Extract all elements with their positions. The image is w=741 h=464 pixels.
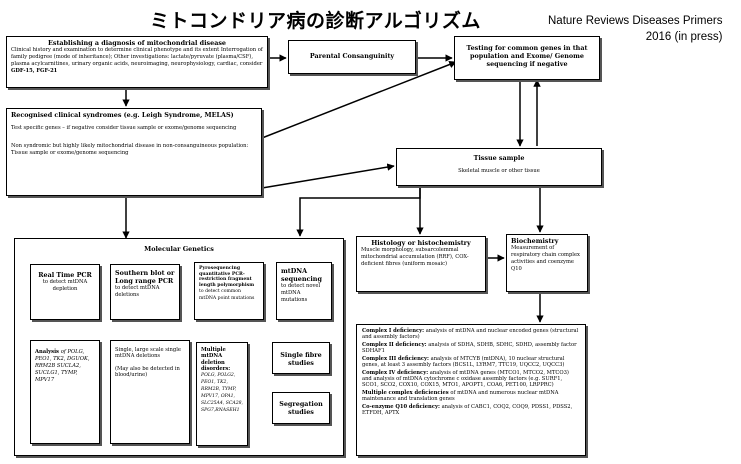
biochemistry-box: Biochemistry Measurement of respiratory …	[506, 234, 588, 292]
complex-i-deficiency: Complex I deficiency: analysis of mtDNA …	[362, 328, 580, 341]
biochemistry-title: Biochemistry	[511, 237, 559, 245]
single-deletions-text: Single, large scale single mtDNA deletio…	[115, 347, 181, 360]
page-title: ミトコンドリア病の診断アルゴリズム	[150, 10, 481, 32]
complex-ii-deficiency: Complex II deficiency: analysis of SDHA,…	[362, 342, 580, 355]
source-journal: Nature Reviews Diseases Primers	[548, 15, 723, 27]
establishing-diagnosis-box: Establishing a diagnosis of mitochondria…	[6, 36, 268, 88]
southern-blot-title: Southern blot or Long range PCR	[115, 269, 175, 285]
mtdna-sequencing-title: mtDNA sequencing	[281, 267, 322, 283]
multiple-complex-label: Multiple complex deficiencies	[362, 389, 449, 396]
multiple-deletions-title: Multiple mtDNA deletion disorders:	[201, 347, 231, 373]
coq10-deficiency: Co-enzyme Q10 deficiency: analysis of CA…	[362, 404, 580, 417]
segregation-title: Segregation studies	[279, 400, 323, 416]
clinical-syndromes-title: Recognised clinical syndromes (e.g. Leig…	[11, 111, 234, 119]
complex-i-text: analysis of mtDNA and nuclear encoded ge…	[362, 328, 579, 341]
complex-iv-label: Complex IV deficiency:	[362, 369, 429, 376]
gene-analysis-text: of POLG, PEO1, TK2, DGUOK, RRM2B SUCLA2,…	[35, 349, 90, 383]
arrow-tissue-molecular	[296, 186, 421, 237]
multiple-deletions-genes: POLG, POLG2, PEO1, TK2, RRM2B, TYMP, MPV…	[201, 373, 244, 414]
pyrosequencing-title: Pyrosequencing quantitative PCR- restric…	[199, 266, 255, 288]
multiple-complex-text: of mtDNA and numerous nuclear mtDNA main…	[362, 389, 559, 403]
southern-blot-box: Southern blot or Long range PCR to detec…	[110, 264, 180, 320]
biochemistry-text: Measurement of respiratory chain complex…	[511, 245, 580, 272]
real-time-pcr-box: Real Time PCR to detect mtDNA depletion	[30, 264, 100, 320]
tissue-sample-text: Skeletal muscle or other tissue	[458, 168, 540, 174]
tissue-sample-title: Tissue sample	[473, 154, 525, 162]
testing-common-genes-box: Testing for common genes in that populat…	[454, 36, 600, 80]
real-time-pcr-title: Real Time PCR	[38, 271, 92, 279]
testing-common-genes-title: Testing for common genes in that populat…	[466, 44, 588, 68]
parental-consanguinity-title: Parental Consanguinity	[309, 52, 395, 60]
establishing-diagnosis-text: Clinical history and examination to dete…	[11, 47, 263, 67]
single-deletions-note: (May also be detected in blood/urine)	[115, 365, 180, 379]
pyrosequencing-text: to detect common mtDNA point mutations	[199, 289, 255, 301]
multiple-deletions-box: Multiple mtDNA deletion disorders: POLG,…	[196, 342, 248, 446]
real-time-pcr-text: to detect mtDNA depletion	[42, 279, 88, 292]
coq10-text: analysis of CABC1, COQ2, COQ9, PDSS1, PD…	[362, 403, 573, 417]
establishing-diagnosis-markers: GDF-15, FGF-21	[11, 67, 58, 74]
clinical-syndromes-text-specific: Test specific genes – if negative consid…	[11, 125, 237, 131]
deficiency-analysis-box: Complex I deficiency: analysis of mtDNA …	[356, 324, 586, 456]
source-citation: Nature Reviews Diseases Primers 2016 (in…	[548, 14, 722, 45]
molecular-genetics-title: Molecular Genetics	[144, 245, 214, 253]
gene-analysis-box: Analysis of POLG, PEO1, TK2, DGUOK, RRM2…	[30, 340, 100, 444]
complex-iii-deficiency: Complex III deficiency: analysis of MTCY…	[362, 356, 580, 369]
segregation-box: Segregation studies	[272, 392, 330, 424]
arrow-syndromes-tissue	[261, 163, 395, 189]
complex-iv-text: analysis of mtDNA genes (MTCO1, MTCO2, M…	[362, 369, 569, 389]
gene-analysis-lead: Analysis	[35, 349, 59, 355]
southern-blot-text: to detect mtDNA deletions	[115, 285, 160, 298]
single-deletions-box: Single, large scale single mtDNA deletio…	[110, 340, 190, 444]
arrow-syndromes-testing	[261, 60, 457, 139]
histology-text: Muscle morphology, subsarcolemmal mitoch…	[361, 247, 469, 267]
histology-title: Histology or histochemistry	[371, 239, 471, 247]
tissue-sample-box: Tissue sample Skeletal muscle or other t…	[396, 148, 602, 186]
complex-iii-text: analysis of MTCYB (mtDNA), 10 nuclear st…	[362, 355, 565, 369]
multiple-complex-deficiency: Multiple complex deficiencies of mtDNA a…	[362, 390, 580, 403]
single-fibre-box: Single fibre studies	[272, 342, 330, 374]
establishing-diagnosis-title: Establishing a diagnosis of mitochondria…	[47, 39, 227, 47]
coq10-label: Co-enzyme Q10 deficiency:	[362, 403, 440, 410]
complex-iv-deficiency: Complex IV deficiency: analysis of mtDNA…	[362, 370, 580, 389]
pyrosequencing-box: Pyrosequencing quantitative PCR- restric…	[194, 262, 264, 320]
mtdna-sequencing-text: to detect novel mtDNA mutations	[281, 283, 321, 303]
mtdna-sequencing-box: mtDNA sequencing to detect novel mtDNA m…	[276, 262, 332, 320]
single-fibre-title: Single fibre studies	[280, 351, 322, 367]
source-year: 2016 (in press)	[645, 30, 723, 43]
complex-ii-text: analysis of SDHA, SDHB, SDHC, SDHD, asse…	[362, 341, 577, 355]
clinical-syndromes-text-nonsyndromic: Non syndromic but highly likely mitochon…	[11, 143, 249, 156]
clinical-syndromes-box: Recognised clinical syndromes (e.g. Leig…	[6, 108, 262, 196]
complex-ii-label: Complex II deficiency:	[362, 341, 427, 348]
parental-consanguinity-box: Parental Consanguinity	[288, 40, 416, 74]
histology-box: Histology or histochemistry Muscle morph…	[356, 236, 486, 292]
complex-i-label: Complex I deficiency:	[362, 328, 425, 334]
complex-iii-label: Complex III deficiency:	[362, 355, 429, 362]
